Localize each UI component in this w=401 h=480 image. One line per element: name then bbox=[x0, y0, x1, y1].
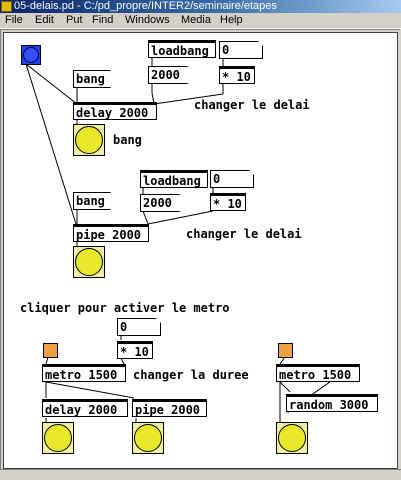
status-bar bbox=[0, 469, 401, 480]
metro-toggle-right[interactable] bbox=[278, 343, 293, 358]
comment-cliquer-metro: cliquer pour activer le metro bbox=[20, 301, 230, 315]
window-title: 05-delais.pd - C:/pd_propre/INTER2/semin… bbox=[14, 0, 277, 12]
random-object[interactable]: random 3000 bbox=[286, 394, 378, 412]
menu-bar: File Edit Put Find Windows Media Help bbox=[0, 13, 401, 29]
bang-gui-4-circle bbox=[134, 424, 162, 452]
metro-object-left[interactable]: metro 1500 bbox=[42, 364, 126, 382]
pipe-object-2[interactable]: pipe 2000 bbox=[132, 399, 207, 417]
menu-media[interactable]: Media bbox=[181, 14, 211, 26]
pd-app-icon bbox=[1, 0, 12, 12]
bang-message-2[interactable]: bang bbox=[73, 192, 111, 210]
bang-gui-4[interactable] bbox=[132, 422, 164, 454]
multiply-object-2[interactable]: * 10 bbox=[210, 193, 246, 211]
metro-toggle-left[interactable] bbox=[43, 343, 58, 358]
bang-gui-5[interactable] bbox=[276, 422, 308, 454]
menu-put[interactable]: Put bbox=[66, 14, 83, 26]
comment-changer-delai-1: changer le delai bbox=[194, 98, 310, 112]
delay-object-1[interactable]: delay 2000 bbox=[73, 102, 157, 120]
window-frame bbox=[0, 29, 400, 476]
multiply-object-3[interactable]: * 10 bbox=[117, 341, 153, 359]
menu-find[interactable]: Find bbox=[92, 14, 114, 26]
loadbang-object-1[interactable]: loadbang bbox=[148, 40, 216, 58]
bang-message-1[interactable]: bang bbox=[73, 70, 111, 88]
number-box-2[interactable]: 0 bbox=[210, 170, 254, 188]
bang-gui-1[interactable] bbox=[73, 124, 105, 156]
menu-help[interactable]: Help bbox=[220, 14, 243, 26]
menu-windows[interactable]: Windows bbox=[125, 14, 170, 26]
comment-bang: bang bbox=[113, 133, 142, 147]
bang-gui-2-circle bbox=[75, 248, 103, 276]
loadbang-object-2[interactable]: loadbang bbox=[140, 170, 208, 188]
comment-changer-duree: changer la duree bbox=[133, 368, 249, 382]
comment-changer-delai-2: changer le delai bbox=[186, 227, 302, 241]
window-title-bar[interactable]: 05-delais.pd - C:/pd_propre/INTER2/semin… bbox=[0, 0, 401, 13]
message-2000-2[interactable]: 2000 bbox=[140, 194, 180, 212]
bang-gui-1-circle bbox=[75, 126, 103, 154]
bang-gui-3[interactable] bbox=[42, 422, 74, 454]
number-box-3[interactable]: 0 bbox=[117, 318, 161, 336]
menu-edit[interactable]: Edit bbox=[35, 14, 54, 26]
message-2000-1[interactable]: 2000 bbox=[148, 66, 188, 84]
top-bang-button[interactable] bbox=[21, 45, 41, 65]
bang-gui-5-circle bbox=[278, 424, 306, 452]
menu-file[interactable]: File bbox=[5, 14, 23, 26]
number-box-1[interactable]: 0 bbox=[219, 41, 263, 59]
bang-gui-2[interactable] bbox=[73, 246, 105, 278]
bang-gui-3-circle bbox=[44, 424, 72, 452]
multiply-object-1[interactable]: * 10 bbox=[219, 66, 255, 84]
top-bang-circle bbox=[23, 47, 39, 63]
pipe-object-1[interactable]: pipe 2000 bbox=[73, 224, 149, 242]
metro-object-right[interactable]: metro 1500 bbox=[276, 364, 360, 382]
delay-object-2[interactable]: delay 2000 bbox=[42, 399, 128, 417]
